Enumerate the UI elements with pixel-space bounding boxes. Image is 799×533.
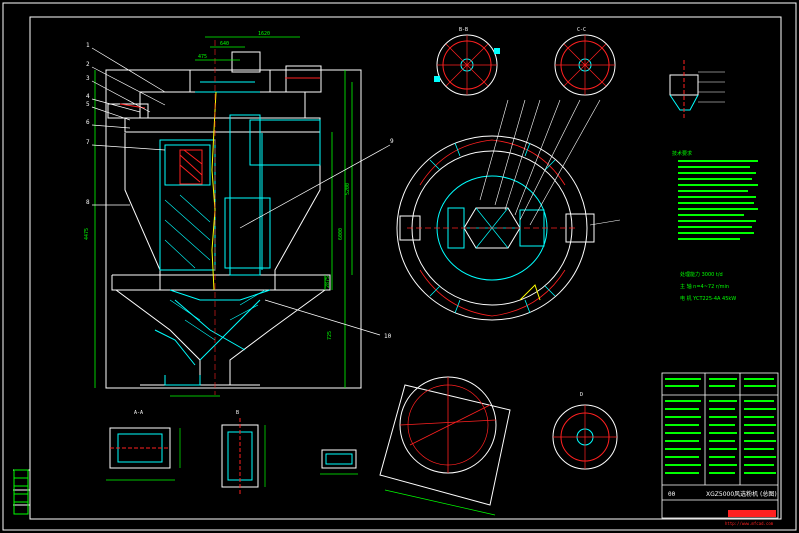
drawing-title: XGZ5000风选粉机 (总图) (706, 490, 777, 498)
dim-outlet-width: 475 (198, 54, 207, 60)
spec-line-3: 电 机 YCT225-4A 45kW (680, 295, 736, 302)
title-highlight-block (728, 510, 776, 517)
leader-label-3: 3 (86, 75, 90, 82)
view-label-bb: B-B (459, 27, 468, 33)
detail-view-top-right (669, 60, 725, 118)
main-view-text: 1 2 3 4 5 6 7 8 9 10 (86, 42, 394, 340)
view-label-d: D (580, 392, 583, 398)
detail-d-view (552, 404, 618, 470)
drawing-number: 00 (668, 491, 676, 498)
view-label-b: B (236, 410, 239, 416)
dim-overall-height: 6000 (338, 228, 344, 240)
leader-label-10: 10 (384, 333, 392, 340)
technical-notes: 技术要求 (672, 150, 758, 240)
view-label-cc: C-C (577, 27, 586, 33)
section-view-b (221, 418, 266, 495)
leader-label-5: 5 (86, 101, 90, 108)
main-front-view (91, 36, 391, 397)
leader-label-6: 6 (86, 119, 90, 126)
section-circle-labels: B-B C-C (459, 27, 586, 33)
spec-list: 处理能力 3000 t/d 主 轴 n=4~72 r/min 电 机 YCT22… (680, 271, 736, 302)
footer-mark: http://www.mfcad.com (725, 521, 774, 526)
section-circle-right (554, 34, 616, 96)
spec-line-1: 处理能力 3000 t/d (680, 271, 723, 278)
spec-line-2: 主 轴 n=4~72 r/min (680, 283, 729, 290)
main-view-dimensions: 1620 640 475 4475 5200 6000 2875 725 (84, 31, 351, 340)
leader-label-9: 9 (390, 138, 394, 145)
frame-corner-marks (13, 469, 29, 515)
dim-base-offset: 2875 (325, 276, 331, 288)
section-view-a (106, 427, 181, 481)
small-part-detail (320, 449, 358, 475)
dim-upper-height: 5200 (345, 183, 351, 195)
leader-label-4: 4 (86, 93, 90, 100)
section-circle-left (434, 34, 500, 96)
leader-label-2: 2 (86, 61, 90, 68)
leader-label-8: 8 (86, 199, 90, 206)
dim-inlet-width: 640 (220, 41, 229, 47)
dim-top-width: 1620 (258, 31, 270, 37)
title-block (661, 372, 779, 519)
dim-total-height: 4475 (84, 228, 90, 240)
rotated-plate-view (379, 376, 511, 516)
notes-header: 技术要求 (672, 150, 692, 157)
leader-label-7: 7 (86, 139, 90, 146)
plan-view (396, 99, 621, 321)
view-label-aa: A-A (134, 410, 143, 416)
section-labels: A-A B (134, 410, 239, 416)
dim-mid-height: 725 (327, 331, 333, 340)
leader-label-1: 1 (86, 42, 90, 49)
title-block-rows (665, 378, 776, 474)
